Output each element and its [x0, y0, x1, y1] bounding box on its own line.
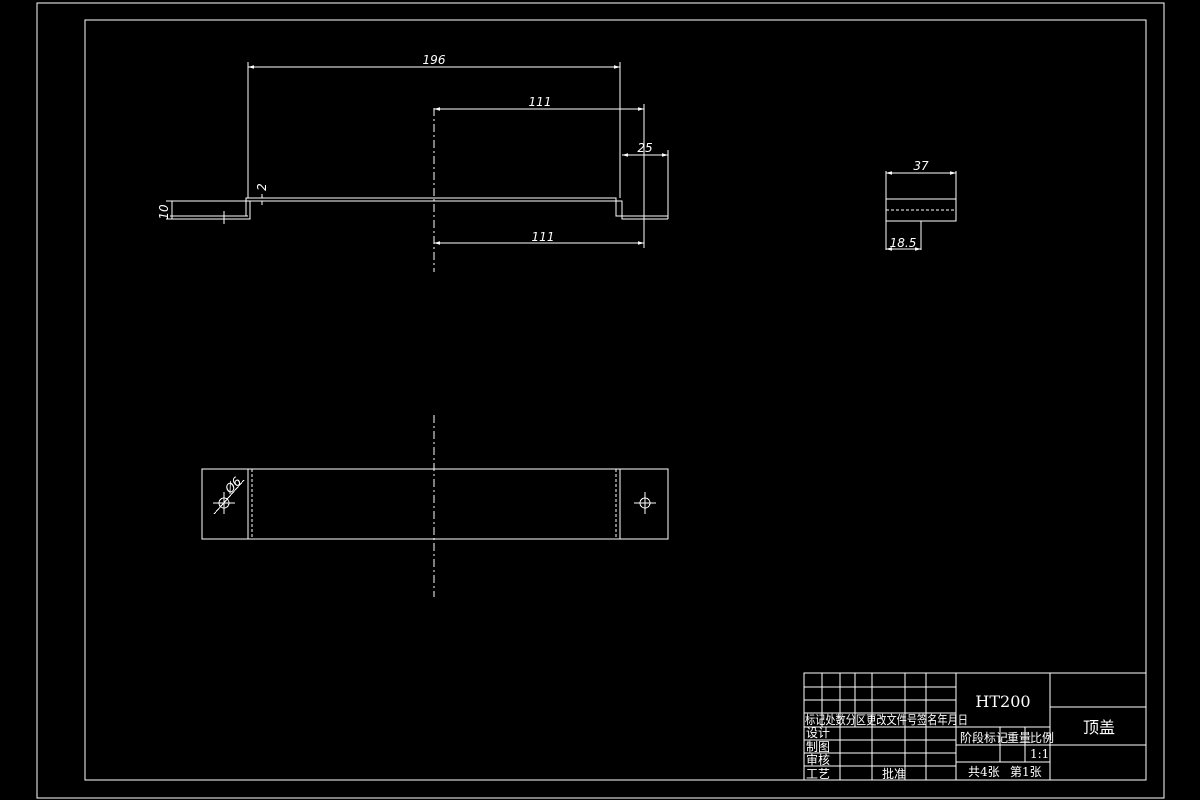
drafting-label: 制图: [806, 740, 830, 754]
dim-side-width: 37: [913, 159, 929, 173]
dim-half-length-bottom: 111: [532, 230, 555, 244]
weight-header: 重量: [1007, 731, 1031, 745]
revision-header: 标记处数分区更改文件号签名年月日: [805, 712, 968, 727]
front-view: 196 111 111 25 10 2: [157, 53, 669, 272]
sheet-number: 第1张: [1010, 765, 1042, 779]
outer-border: [36, 2, 1165, 799]
dim-thickness: 2: [255, 183, 269, 191]
top-view: Ø6: [201, 415, 669, 597]
process-label: 工艺: [806, 767, 830, 781]
dim-flange-height: 25: [637, 141, 652, 155]
part-name-label: 顶盖: [1083, 718, 1115, 737]
stage-header: 阶段标记: [960, 730, 1008, 745]
side-view: 37 18.5: [885, 159, 957, 251]
approve-label: 批准: [882, 766, 906, 781]
dim-half-length-top: 111: [529, 95, 552, 109]
scale-value: 1:1: [1030, 747, 1049, 761]
dim-hole-diameter: Ø6: [221, 474, 244, 497]
title-block: HT200 顶盖 标记处数分区更改文件号签名年月日 设计 制图 审核 工艺 批准…: [803, 672, 1147, 781]
review-label: 审核: [806, 752, 830, 767]
dim-step-height: 10: [157, 204, 171, 220]
dim-overall-length: 196: [423, 53, 446, 67]
scale-header: 比例: [1030, 731, 1054, 745]
dim-side-half-width: 18.5: [890, 236, 917, 250]
design-label: 设计: [806, 726, 830, 740]
material-label: HT200: [975, 692, 1030, 711]
sheets-total: 共4张: [968, 765, 1000, 779]
inner-border: [84, 19, 1147, 781]
